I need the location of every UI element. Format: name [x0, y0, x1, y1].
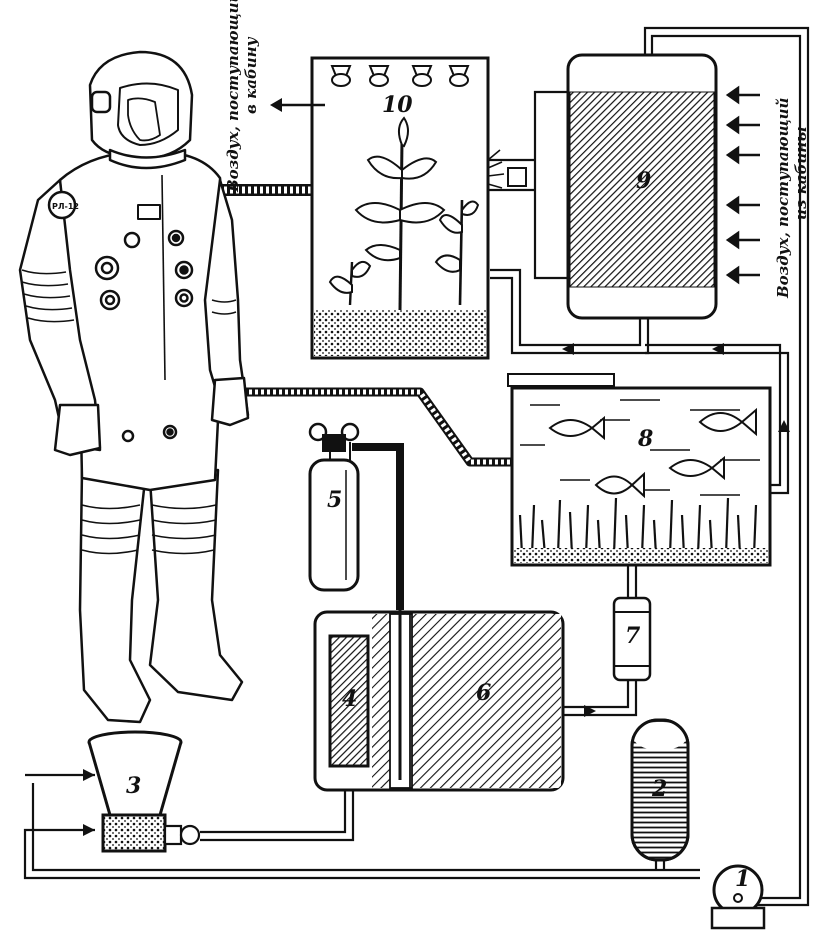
- flow-arrows: [83, 343, 790, 836]
- unit-10-plant-chamber: [270, 56, 527, 360]
- helmet-badge: РЛ-12: [52, 202, 79, 211]
- label-unit-1: 1: [735, 866, 750, 892]
- unit-9-tank: [566, 53, 760, 320]
- label-unit-7: 7: [625, 623, 641, 649]
- unit-5-cylinder: [308, 422, 404, 610]
- unit-2-capsule: [630, 718, 690, 862]
- label-unit-10: 10: [382, 92, 413, 118]
- label-unit-3: 3: [126, 773, 141, 799]
- unit-1-pump: [710, 864, 766, 930]
- unit-7-filter: [612, 596, 652, 682]
- label-unit-6: 6: [476, 680, 491, 706]
- unit-4-cartridge: [328, 634, 370, 768]
- unit-3-collector: [87, 730, 201, 853]
- label-unit-2: 2: [651, 776, 667, 802]
- astronaut-figure: [18, 50, 250, 724]
- unit-8-aquarium: [507, 373, 772, 567]
- label-unit-5: 5: [327, 487, 342, 513]
- caption-air-from-cabin-line1: Воздух, поступающий: [774, 98, 792, 299]
- label-unit-9: 9: [636, 168, 651, 194]
- caption-air-from-cabin-line2: из кабины: [792, 126, 810, 220]
- label-unit-8: 8: [637, 426, 653, 452]
- caption-air-to-cabin-line1: Воздух, поступающий: [224, 0, 242, 193]
- caption-air-to-cabin-line2: в кабину: [242, 36, 260, 114]
- unit-6-regenerator: [313, 610, 565, 792]
- label-unit-4: 4: [342, 686, 357, 712]
